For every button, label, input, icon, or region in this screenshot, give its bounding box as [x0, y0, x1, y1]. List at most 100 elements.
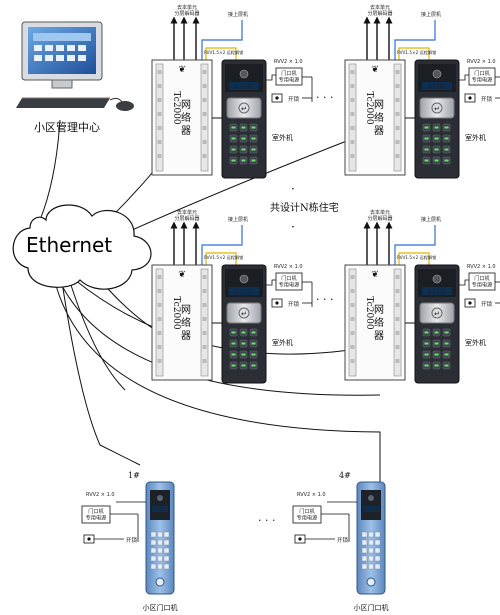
router-label-char-1: 网	[374, 99, 384, 111]
decoder-label-2-line-2: 分层解码器	[367, 10, 392, 17]
gate-power-supply-label-line-2: 专用电源	[86, 514, 108, 522]
router-rail-right	[393, 268, 402, 377]
key-led	[434, 353, 439, 356]
gate-key	[157, 555, 163, 562]
key-led	[444, 331, 449, 334]
rail-hole	[395, 317, 400, 321]
gate-key	[374, 555, 381, 562]
router-rail-left	[155, 63, 164, 172]
gate-label: 小区门口机	[143, 603, 178, 612]
gate-wire-spec: RVV2 × 1.0	[86, 492, 115, 498]
gate-key	[157, 531, 163, 538]
decoder-label-3-line-1: 去本单元	[177, 209, 197, 216]
gate-power-supply-box	[292, 505, 322, 524]
brand-logo-icon: ❦	[178, 65, 186, 75]
rail-hole	[202, 345, 207, 349]
decoder-label-3-line-2: 分层解码器	[174, 215, 199, 222]
gate-key	[361, 547, 368, 554]
rail-hole	[157, 154, 162, 158]
camera-lens-icon	[239, 69, 249, 79]
power-supply-label-line-2: 专用电源	[279, 76, 301, 84]
rail-hole	[157, 289, 162, 293]
router-rail-left	[348, 63, 357, 172]
cable-note: RVV1.5×2 远程解锁	[397, 49, 437, 56]
management-center-label: 小区管理中心	[34, 120, 100, 134]
rail-hole	[350, 303, 355, 307]
lock-dot	[468, 96, 472, 100]
rail-hole	[202, 98, 207, 102]
gate-call-button	[366, 577, 376, 587]
rail-hole	[350, 112, 355, 116]
gate-camera-icon	[368, 495, 374, 501]
rail-hole	[157, 317, 162, 321]
rail-hole	[350, 140, 355, 144]
supply-wire	[266, 74, 276, 81]
cable-note: RVV1.5×2 远程解锁	[397, 254, 437, 261]
gate-call-button	[155, 577, 165, 587]
rail-hole	[350, 359, 355, 363]
rail-hole	[350, 289, 355, 293]
brand-logo-icon: ❦	[371, 270, 379, 280]
key-led	[231, 331, 236, 334]
outdoor-unit-label: 室外机	[465, 133, 486, 142]
key-led	[434, 137, 439, 140]
call-arrow-icon: ↵	[241, 105, 247, 113]
gate-unlock-label: 开锁	[337, 536, 349, 544]
key-led	[231, 126, 236, 129]
bus-wire-yellow	[398, 47, 430, 60]
gate-key	[361, 539, 368, 546]
rail-hole	[395, 275, 400, 279]
key-led	[231, 148, 236, 151]
gate-number: 1#	[128, 471, 140, 480]
gate-lcd	[152, 506, 168, 512]
gate-key	[150, 555, 157, 562]
gate-key	[163, 539, 170, 546]
cable-note: RVV1.5×2 远程解锁	[204, 49, 244, 56]
rail-hole	[202, 84, 207, 88]
vertical-dot-1: ·	[291, 182, 295, 196]
key-led	[231, 364, 236, 367]
ellipsis-row-1: · · ·	[316, 91, 333, 104]
rail-hole	[350, 126, 355, 130]
key-led	[434, 148, 439, 151]
rail-hole	[202, 154, 207, 158]
rail-hole	[350, 154, 355, 158]
key-led	[434, 331, 439, 334]
gate-unlock-label: 开锁	[126, 536, 138, 544]
lock-dot	[275, 96, 279, 100]
router-rail-right	[200, 268, 209, 377]
lcd-screen	[422, 287, 452, 295]
gate-key	[150, 531, 157, 538]
rail-hole	[202, 112, 207, 116]
bus-label: 接上层机	[421, 216, 441, 223]
key-led	[241, 159, 246, 162]
supply-wire	[459, 279, 469, 286]
key-led	[444, 159, 449, 162]
gate-key	[163, 563, 170, 570]
rail-hole	[350, 345, 355, 349]
key-led	[231, 137, 236, 140]
key-led	[424, 342, 429, 345]
gate-key	[157, 539, 163, 546]
router-label-char-3: 器	[374, 125, 384, 137]
key-led	[251, 331, 256, 334]
power-supply-label-line-2: 专用电源	[472, 281, 494, 289]
camera-lens-icon	[239, 274, 249, 284]
supply-wire	[266, 279, 276, 286]
vertical-dot-2: ·	[291, 220, 295, 234]
gate-wire-spec: RVV2 × 1.0	[297, 492, 326, 498]
key-led	[241, 353, 246, 356]
camera-lens-icon	[432, 274, 442, 284]
key-led	[231, 353, 236, 356]
lock-dot	[275, 301, 279, 305]
wire-spec: RVV2 × 1.0	[467, 59, 496, 65]
gate-key	[368, 547, 374, 554]
power-supply-box	[275, 272, 303, 291]
rail-hole	[395, 84, 400, 88]
rail-hole	[157, 84, 162, 88]
key-led	[444, 364, 449, 367]
rail-hole	[202, 140, 207, 144]
